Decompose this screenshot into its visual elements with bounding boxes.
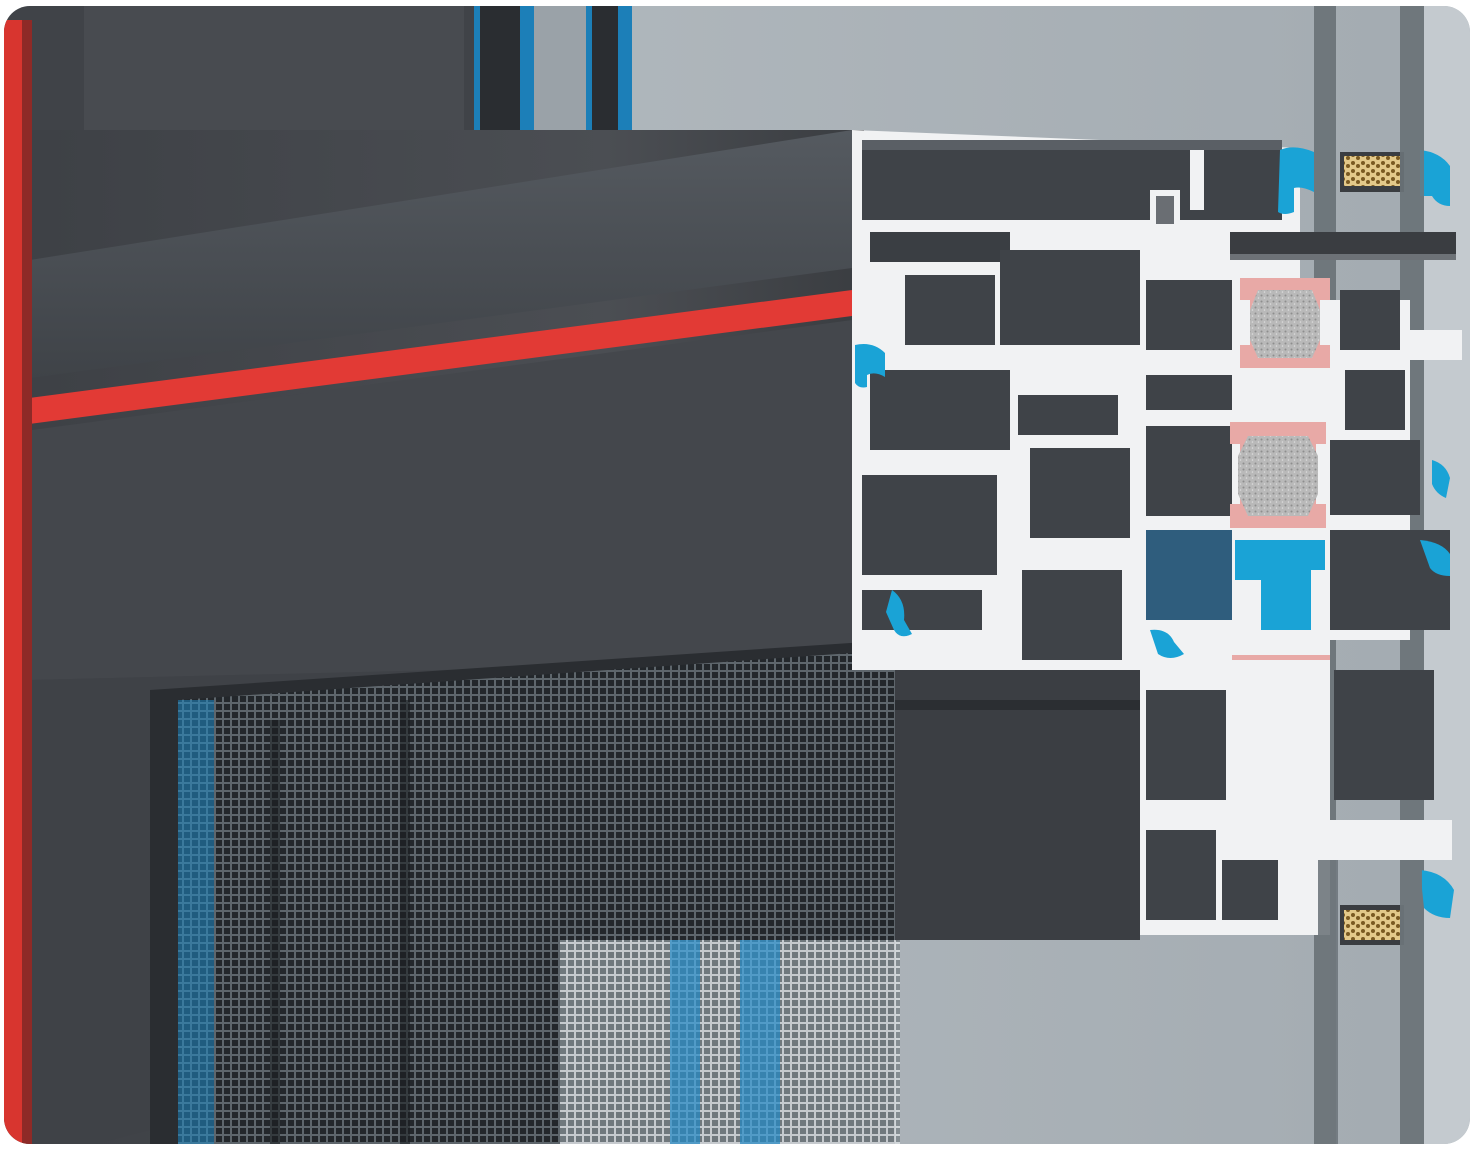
- profile-cross-section: [852, 130, 1462, 945]
- red-accent-stripe: [14, 290, 852, 426]
